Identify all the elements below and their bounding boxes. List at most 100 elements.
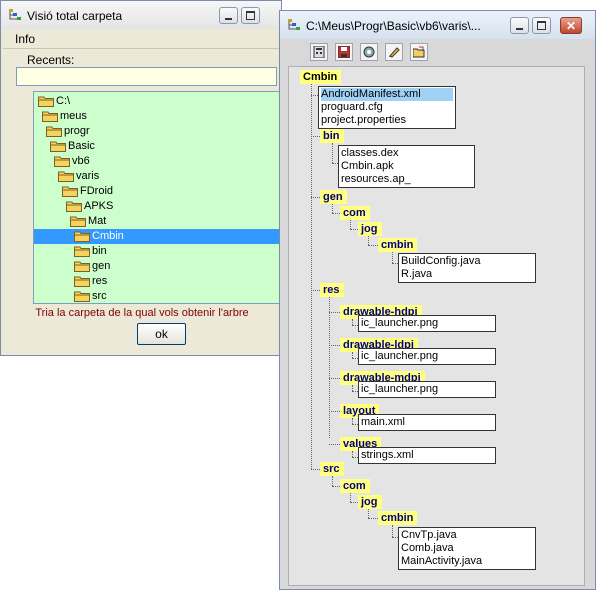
file-item[interactable]: ic_launcher.png xyxy=(361,383,439,395)
tree-connector xyxy=(352,358,358,359)
tree-connector xyxy=(350,229,358,230)
tree-folder-node[interactable]: com xyxy=(340,479,370,493)
folder-icon xyxy=(74,290,90,302)
tree-connector xyxy=(332,163,338,164)
file-item[interactable]: strings.xml xyxy=(361,449,414,461)
folder-icon xyxy=(46,125,62,137)
tree-connector xyxy=(329,297,330,438)
file-list-box: ic_launcher.png xyxy=(358,315,496,332)
close-button[interactable]: ✕ xyxy=(560,17,582,34)
folder-icon xyxy=(58,170,74,182)
tree-connector xyxy=(311,95,318,96)
tree-connector xyxy=(311,290,320,291)
folder-item[interactable]: src xyxy=(34,289,280,303)
folder-icon xyxy=(42,110,58,122)
folder-item[interactable]: FDroid xyxy=(34,184,280,199)
tree-connector xyxy=(350,502,358,503)
folder-item[interactable]: progr xyxy=(34,124,280,139)
tree-connector xyxy=(352,418,353,424)
file-item[interactable]: proguard.cfg xyxy=(321,101,383,113)
file-list-box: main.xml xyxy=(358,414,496,431)
folder-label: Cmbin xyxy=(92,230,124,242)
file-item[interactable]: ic_launcher.png xyxy=(361,350,439,362)
file-item[interactable]: project.properties xyxy=(321,114,406,126)
tree-folder-node[interactable]: jog xyxy=(358,222,382,236)
tree-folder-node[interactable]: src xyxy=(320,462,344,476)
folder-item[interactable]: vb6 xyxy=(34,154,280,169)
tree-folder-node[interactable]: bin xyxy=(320,129,344,143)
folder-item[interactable]: bin xyxy=(34,244,280,259)
file-item[interactable]: MainActivity.java xyxy=(401,555,483,567)
tree-connector xyxy=(392,252,393,263)
file-item[interactable]: BuildConfig.java xyxy=(401,255,481,267)
file-item[interactable]: resources.ap_ xyxy=(341,173,411,185)
minimize-button[interactable] xyxy=(510,17,529,34)
folder-icon xyxy=(38,95,54,107)
tree-connector xyxy=(332,486,340,487)
recents-combobox[interactable] xyxy=(16,67,277,86)
save-button[interactable] xyxy=(335,43,353,61)
calculator-icon xyxy=(313,46,325,58)
folder-item[interactable]: APKS xyxy=(34,199,280,214)
tree-folder-node[interactable]: cmbin xyxy=(378,238,418,252)
file-item[interactable]: Comb.java xyxy=(401,542,454,554)
tree-connector xyxy=(352,385,353,391)
folder-item[interactable]: C:\ xyxy=(34,94,280,109)
ok-button[interactable]: ok xyxy=(137,323,186,345)
file-item[interactable]: CnvTp.java xyxy=(401,529,457,541)
folder-icon xyxy=(62,185,78,197)
folder-label: Basic xyxy=(68,140,95,152)
minimize-button[interactable] xyxy=(219,7,238,24)
tree-folder-node[interactable]: cmbin xyxy=(378,511,418,525)
tree-connector xyxy=(368,509,369,518)
file-item[interactable]: ic_launcher.png xyxy=(361,317,439,329)
settings-icon xyxy=(363,46,375,58)
calculator-button[interactable] xyxy=(310,43,328,61)
folder-item[interactable]: varis xyxy=(34,169,280,184)
maximize-button[interactable] xyxy=(241,7,260,24)
tree-folder-node[interactable]: com xyxy=(340,206,370,220)
file-list-box: ic_launcher.png xyxy=(358,381,496,398)
tree-folder-node[interactable]: jog xyxy=(358,495,382,509)
edit-button[interactable] xyxy=(385,43,403,61)
title-bar[interactable]: C:\Meus\Progr\Basic\vb6\varis\... ✕ xyxy=(280,11,595,39)
file-item[interactable]: Cmbin.apk xyxy=(341,160,394,172)
file-item[interactable]: AndroidManifest.xml xyxy=(321,88,453,101)
tree-connector xyxy=(329,378,340,379)
tree-connector xyxy=(392,537,398,538)
maximize-button[interactable] xyxy=(532,17,551,34)
maximize-icon xyxy=(246,11,255,20)
folder-label: vb6 xyxy=(72,155,90,167)
folder-item[interactable]: meus xyxy=(34,109,280,124)
tree-folder-node[interactable]: Cmbin xyxy=(300,70,342,84)
instruction-text: Tria la carpeta de la qual vols obtenir … xyxy=(35,307,249,319)
folder-item[interactable]: gen xyxy=(34,259,280,274)
tree-connector xyxy=(392,263,398,264)
folder-item[interactable]: Mat xyxy=(34,214,280,229)
tree-view-window: C:\Meus\Progr\Basic\vb6\varis\... ✕ Cmbi… xyxy=(279,10,596,590)
folder-item[interactable]: res xyxy=(34,274,280,289)
folder-item[interactable]: Cmbin xyxy=(34,229,280,244)
file-item[interactable]: main.xml xyxy=(361,416,406,428)
file-item[interactable]: classes.dex xyxy=(341,147,399,159)
tree-connector xyxy=(350,220,351,229)
title-bar[interactable]: Visió total carpeta xyxy=(1,1,281,29)
tree-connector xyxy=(329,444,340,445)
folder-icon xyxy=(54,155,70,167)
folder-item[interactable]: Basic xyxy=(34,139,280,154)
settings-button[interactable] xyxy=(360,43,378,61)
tree-folder-node[interactable]: res xyxy=(320,283,344,297)
open-folder-button[interactable] xyxy=(410,43,428,61)
tree-connector xyxy=(368,245,378,246)
folder-label: res xyxy=(92,275,108,287)
file-item[interactable]: R.java xyxy=(401,268,433,280)
menu-info[interactable]: Info xyxy=(15,32,36,46)
tree-connector xyxy=(352,457,358,458)
tree-folder-node[interactable]: gen xyxy=(320,190,347,204)
menu-bar: Info xyxy=(3,30,279,49)
